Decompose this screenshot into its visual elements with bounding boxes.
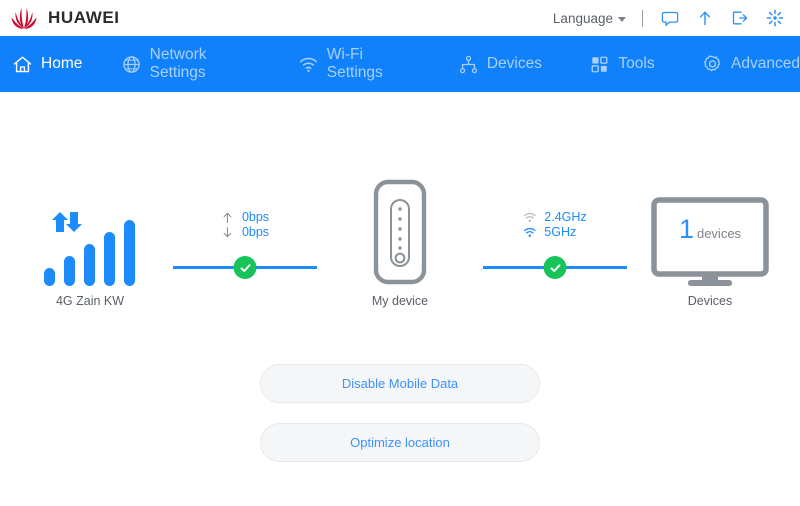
gear-icon [702, 54, 723, 75]
nav-label-advanced: Advanced [731, 55, 800, 72]
home-icon [12, 54, 33, 75]
main-content: 4G Zain KW 0bps [0, 92, 800, 506]
network-node[interactable]: 4G Zain KW [15, 176, 165, 308]
chevron-down-icon [618, 16, 626, 22]
huawei-flower-logo [9, 6, 39, 30]
grid-squares-icon [589, 54, 610, 75]
monitor-icon: 1 devices [646, 196, 774, 288]
arrow-down-icon [221, 226, 234, 239]
nav-label-tools: Tools [618, 55, 655, 72]
nav-item-tools[interactable]: Tools [589, 36, 655, 92]
lan-stats: 2.4GHz 5GHz [523, 210, 587, 239]
upload-speed-value: 0bps [241, 210, 270, 224]
device-count-number: 1 [678, 214, 694, 244]
header-divider [642, 9, 643, 27]
nav-item-devices[interactable]: Devices [458, 36, 542, 92]
device-count-word: devices [696, 226, 742, 241]
nav-item-network-settings[interactable]: Network Settings [121, 36, 254, 92]
language-label: Language [552, 10, 613, 26]
wifi-24ghz-stat: 2.4GHz [523, 210, 587, 224]
nav-item-home[interactable]: Home [12, 36, 82, 92]
devices-node-art: 1 devices [646, 176, 774, 288]
router-device-icon [362, 176, 438, 288]
header-actions: Language [553, 7, 786, 29]
top-header: HUAWEI Language [0, 0, 800, 36]
device-tree-icon [458, 54, 479, 75]
wifi-5ghz-stat: 5GHz [523, 225, 586, 239]
wan-connector: 0bps 0bps [165, 176, 325, 288]
network-topology-diagram: 4G Zain KW 0bps [0, 176, 800, 326]
wan-status-green-check-icon [233, 256, 257, 279]
reboot-icon[interactable] [764, 7, 786, 29]
nav-label-wifi-settings: Wi-Fi Settings [326, 46, 383, 81]
network-node-art [38, 176, 142, 288]
optimize-location-button[interactable]: Optimize location [260, 423, 540, 462]
lan-connector: 2.4GHz 5GHz [475, 176, 635, 288]
device-count: 1 devices [646, 216, 774, 243]
router-node-label: My device [371, 294, 429, 308]
wifi-24ghz-value: 2.4GHz [544, 210, 587, 224]
nav-item-advanced[interactable]: Advanced [702, 36, 800, 92]
upload-stat: 0bps [221, 210, 269, 224]
devices-node-label: Devices [687, 294, 733, 308]
globe-icon [121, 54, 142, 75]
logout-icon[interactable] [729, 7, 751, 29]
brand: HUAWEI [9, 6, 120, 30]
router-node[interactable]: My device [325, 176, 475, 308]
nav-label-devices: Devices [486, 55, 542, 72]
download-stat: 0bps [221, 225, 269, 239]
download-speed-value: 0bps [241, 225, 270, 239]
wifi-icon-on [523, 226, 536, 239]
main-navigation: Home Network Settings Wi-Fi Settings [0, 36, 800, 92]
nav-item-wifi-settings[interactable]: Wi-Fi Settings [298, 36, 412, 92]
upload-arrow-icon[interactable] [694, 7, 716, 29]
action-buttons: Disable Mobile Data Optimize location [0, 364, 800, 462]
sms-message-icon[interactable] [659, 7, 681, 29]
nav-label-home: Home [41, 55, 83, 72]
disable-mobile-data-button[interactable]: Disable Mobile Data [260, 364, 540, 403]
wifi-icon [298, 54, 319, 75]
nav-label-network-settings: Network Settings [149, 46, 207, 81]
arrow-up-icon [221, 211, 234, 224]
router-node-art [362, 176, 438, 288]
wifi-icon-off [523, 211, 536, 224]
devices-node[interactable]: 1 devices Devices [635, 176, 785, 308]
network-node-label: 4G Zain KW [55, 294, 125, 308]
signal-bars-icon [38, 212, 142, 288]
language-selector[interactable]: Language [553, 11, 626, 26]
brand-name: HUAWEI [48, 8, 120, 27]
lan-status-green-check-icon [543, 256, 567, 279]
wan-stats: 0bps 0bps [221, 210, 269, 239]
wifi-5ghz-value: 5GHz [544, 225, 577, 239]
